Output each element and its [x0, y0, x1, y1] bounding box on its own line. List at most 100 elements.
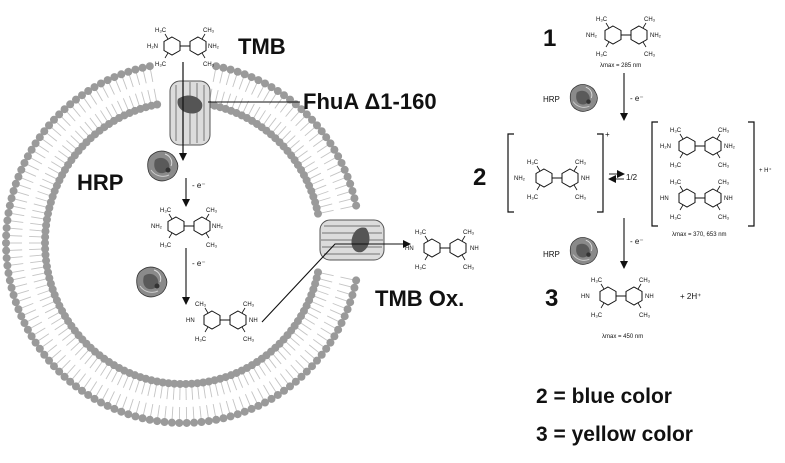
svg-text:H₃C: H₃C — [527, 195, 539, 201]
lipid-head — [20, 319, 29, 328]
lipid-head — [2, 223, 11, 232]
lipid-head — [170, 379, 179, 388]
hrp-scheme-enzyme-2 — [569, 237, 598, 265]
lipid-head — [96, 398, 105, 407]
svg-text:H₃C: H₃C — [155, 62, 167, 68]
svg-text:H₃C: H₃C — [670, 215, 682, 221]
svg-text:H₃C: H₃C — [160, 243, 172, 249]
bracket-right-open — [651, 121, 658, 227]
lipid-head — [233, 410, 242, 419]
svg-text:NH₂: NH₂ — [650, 33, 662, 39]
svg-text:CH₃: CH₃ — [206, 208, 218, 214]
svg-text:HN: HN — [660, 196, 669, 202]
lipid-head — [197, 418, 206, 427]
lipid-head — [267, 83, 276, 92]
svg-text:H₃C: H₃C — [415, 230, 427, 236]
lipid-head — [312, 356, 321, 365]
lipid-head — [204, 417, 213, 426]
lipid-head — [27, 332, 36, 341]
hrp-scheme-label-2: HRP — [543, 250, 560, 259]
svg-text:CH₃: CH₃ — [206, 243, 218, 249]
lipid-head — [17, 165, 26, 174]
lipid-head — [124, 410, 133, 419]
lipid-head — [297, 105, 306, 114]
svg-text:NH₂: NH₂ — [724, 144, 736, 150]
lipid-head — [352, 201, 361, 210]
step-3-number: 3 — [545, 285, 558, 312]
svg-text:CH₃: CH₃ — [203, 62, 215, 68]
lipid-head — [219, 63, 228, 72]
svg-text:CH₃: CH₃ — [463, 230, 475, 236]
tmb-molecule-inner: H₃C H₃C CH₃ CH₃ NH₂ NH₂ — [151, 208, 224, 249]
svg-text:HN: HN — [581, 294, 590, 300]
lipid-head — [77, 91, 86, 100]
svg-text:CH₃: CH₃ — [243, 337, 255, 343]
lipid-head — [2, 246, 11, 255]
lipid-head — [103, 76, 112, 85]
bracket-left-open — [507, 133, 514, 213]
tmb-molecule-top: H₃C H₃C CH₃ CH₃ H₂N NH₂ — [147, 28, 220, 68]
svg-text:CH₃: CH₃ — [644, 17, 656, 23]
lipid-head — [330, 332, 339, 341]
lipid-head — [273, 87, 282, 96]
lambda-2: λmax = 370, 653 nm — [672, 232, 727, 238]
fhua-label: FhuA Δ1-160 — [303, 89, 437, 114]
step-2-number: 2 — [473, 164, 486, 191]
svg-text:H₃C: H₃C — [591, 313, 603, 319]
lipid-head — [254, 76, 263, 85]
tmb-oxidized-inner: CH₃ H₃C CH₃ CH₃ HN NH — [186, 302, 258, 343]
fhua-channel-top — [169, 80, 211, 146]
svg-text:CH₃: CH₃ — [203, 28, 215, 34]
lipid-head — [343, 172, 352, 181]
lipid-head — [49, 115, 58, 124]
lipid-head — [350, 283, 359, 292]
lipid-head — [42, 221, 51, 230]
svg-text:NH₂: NH₂ — [586, 33, 598, 39]
lipid-head — [90, 83, 99, 92]
hrp-label: HRP — [77, 170, 123, 195]
svg-text:H₃C: H₃C — [195, 337, 207, 343]
lipid-head — [84, 390, 93, 399]
lipid-head — [17, 312, 26, 321]
lipid-head — [308, 115, 317, 124]
lipid-head — [182, 418, 191, 427]
lipid-head — [247, 404, 256, 413]
svg-text:CH₃: CH₃ — [644, 52, 656, 58]
svg-text:H₂N: H₂N — [147, 44, 158, 50]
lipid-head — [261, 79, 270, 88]
svg-text:H₃C: H₃C — [596, 17, 608, 23]
svg-text:NH: NH — [724, 196, 733, 202]
lipid-head — [2, 254, 11, 263]
lipid-head — [312, 121, 321, 130]
lipid-head — [337, 158, 346, 167]
lipid-head — [117, 70, 126, 79]
lipid-head — [145, 415, 154, 424]
lipid-head — [31, 338, 40, 347]
two-h-plus: + 2H⁺ — [680, 292, 701, 301]
svg-text:NH₂: NH₂ — [208, 44, 220, 50]
lipid-head — [41, 250, 50, 259]
lipid-head — [84, 87, 93, 96]
svg-text:H₃C: H₃C — [596, 52, 608, 58]
bracket-right-close — [748, 121, 755, 227]
lipid-head — [233, 67, 242, 76]
lipid-head — [226, 412, 235, 421]
lipid-head — [14, 172, 23, 181]
lipid-head — [240, 407, 249, 416]
lipid-head — [352, 276, 361, 285]
electron-scheme-2: - e⁻ — [630, 237, 644, 246]
lipid-head — [286, 382, 295, 391]
lipid-head — [41, 239, 49, 247]
lipid-head — [60, 105, 69, 114]
lipid-head — [317, 127, 326, 136]
lipid-head — [181, 379, 190, 388]
lipid-head — [71, 382, 80, 391]
fhua-channel-right — [319, 219, 385, 261]
arrow-export — [261, 240, 411, 323]
lipid-head — [291, 377, 300, 386]
lipid-head — [334, 152, 343, 161]
lipid-head — [7, 283, 16, 292]
lipid-head — [167, 418, 176, 427]
svg-text:HN: HN — [405, 246, 414, 252]
svg-text:H₃C: H₃C — [155, 28, 167, 34]
